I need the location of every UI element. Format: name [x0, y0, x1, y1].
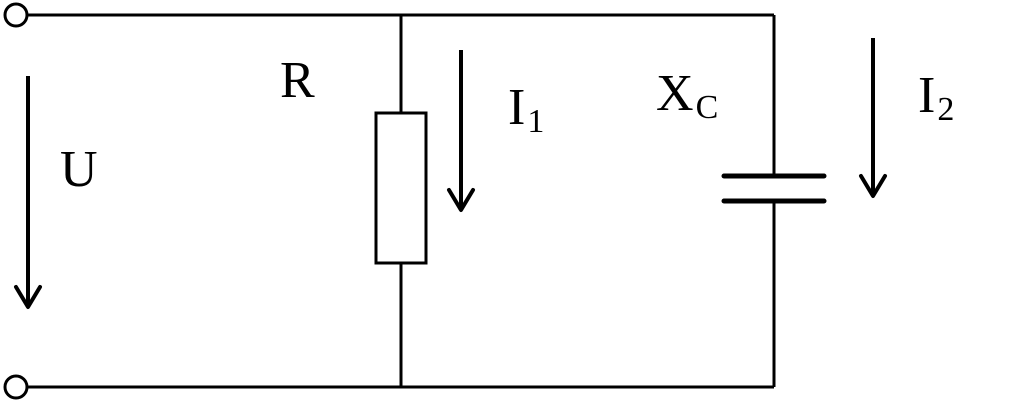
resistance-label: R	[280, 52, 315, 109]
bottom-terminal	[3, 374, 29, 400]
current2-main-text: I	[918, 67, 935, 124]
voltage-arrow	[14, 76, 42, 309]
voltage-label: U	[60, 141, 98, 198]
reactance-subscript: C	[696, 89, 719, 126]
current2-label: I2	[918, 67, 954, 128]
current2-arrow	[859, 38, 887, 198]
resistor	[374, 111, 428, 265]
reactance-main-text: X	[656, 65, 694, 122]
current1-arrow	[447, 50, 475, 212]
top-terminal	[3, 2, 29, 28]
current1-label: I1	[508, 79, 544, 140]
current1-subscript: 1	[527, 103, 544, 140]
current1-main-text: I	[508, 79, 525, 136]
current2-subscript: 2	[937, 91, 954, 128]
reactance-label: XC	[656, 65, 718, 126]
